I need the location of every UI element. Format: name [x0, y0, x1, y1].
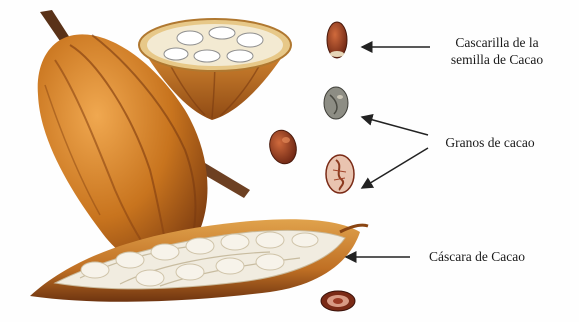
- bean-section: [321, 291, 355, 311]
- arrow-beans-lower: [362, 148, 428, 188]
- label-husk: Cáscara de Cacao: [412, 248, 542, 265]
- cut-bean: [326, 155, 354, 193]
- label-beans: Granos de cacao: [430, 134, 550, 151]
- gray-bean: [324, 87, 348, 119]
- open-husk: [30, 219, 368, 302]
- shell-bean: [327, 22, 347, 58]
- label-shell-line2: semilla de Cacao: [432, 51, 562, 68]
- label-shell-line1: Cascarilla de la: [432, 34, 562, 51]
- label-shell: Cascarilla de la semilla de Cacao: [432, 34, 562, 68]
- arrow-beans-upper: [362, 117, 428, 135]
- loose-bean: [266, 127, 300, 167]
